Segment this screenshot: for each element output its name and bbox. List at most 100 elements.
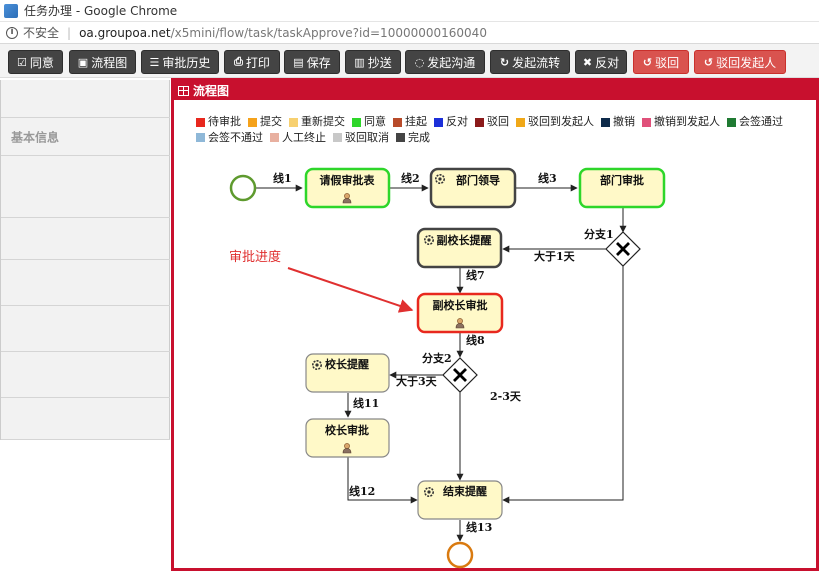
insecure-label[interactable]: 不安全 — [23, 26, 60, 40]
progress-annotation: 审批进度 — [229, 249, 281, 265]
task-node-vice-principal-approval[interactable]: 副校长审批 — [416, 292, 504, 334]
legend-item: 同意 — [352, 115, 386, 129]
legend-label: 完成 — [408, 130, 430, 144]
address-bar[interactable]: i 不安全 | oa.groupoa.net/x5mini/flow/task/… — [0, 22, 819, 44]
gateway-label-1: 分支1 — [584, 227, 614, 241]
legend-label: 待审批 — [208, 115, 241, 128]
gateway-2[interactable] — [442, 357, 478, 393]
edge-label-6: 大于1天 — [534, 249, 576, 263]
basic-info-tab[interactable]: 基本信息 — [1, 118, 170, 156]
file-icon: ▤ — [293, 55, 304, 69]
left-panel-row — [1, 218, 170, 260]
edge-label-12: 线12 — [349, 484, 375, 498]
task-label: 副校长审批 — [433, 298, 488, 312]
legend-swatch — [475, 117, 484, 127]
flowchart-button[interactable]: ▣流程图 — [69, 50, 136, 74]
reject-to-initiator-button[interactable]: ↺驳回发起人 — [694, 50, 786, 74]
status-legend: 待审批提交重新提交同意挂起反对驳回驳回到发起人撤销撤销到发起人会签通过会签不通过… — [196, 115, 816, 146]
oppose-button[interactable]: ✖反对 — [575, 50, 627, 74]
task-node-leave-form[interactable]: 请假审批表 — [304, 167, 391, 209]
save-button[interactable]: ▤保存 — [284, 50, 340, 74]
legend-swatch — [270, 133, 279, 142]
legend-item: 撤销到发起人 — [642, 115, 720, 129]
legend-swatch — [601, 117, 610, 127]
url-host[interactable]: oa.groupoa.net — [79, 25, 171, 40]
legend-label: 驳回到发起人 — [528, 115, 594, 128]
legend-label: 会签通过 — [739, 115, 783, 128]
edge-label-7: 线7 — [466, 268, 485, 282]
flowchart-header: 流程图 — [174, 81, 816, 100]
list-icon: ☰ — [149, 55, 160, 69]
flow-diagram: 线1 线2 线3 线4 大于1天 线7 线8 大于3天 2-3天 线11 线12… — [229, 167, 666, 569]
task-node-dept-leader[interactable]: 部门领导 — [429, 167, 517, 209]
edge-label-13: 线13 — [466, 520, 492, 534]
left-panel-row — [1, 260, 170, 306]
task-label: 结束提醒 — [442, 484, 487, 498]
legend-label: 会签不通过 — [208, 130, 263, 144]
annotation-arrow — [287, 267, 414, 313]
edge-label-2: 线2 — [401, 171, 420, 185]
left-panel-row — [1, 306, 170, 352]
flowchart-title: 流程图 — [193, 84, 230, 98]
legend-label: 重新提交 — [301, 115, 345, 128]
legend-item: 提交 — [248, 115, 282, 129]
legend-label: 同意 — [364, 115, 386, 128]
legend-label: 提交 — [260, 115, 282, 128]
legend-label: 撤销 — [613, 115, 635, 128]
url-path[interactable]: /x5mini/flow/task/taskApprove?id=1000000… — [170, 25, 487, 40]
table-icon — [178, 85, 189, 96]
task-node-dept-approval[interactable]: 部门审批 — [578, 167, 666, 209]
end-event[interactable] — [446, 541, 474, 569]
task-label: 部门领导 — [456, 173, 500, 187]
task-node-principal-approval[interactable]: 校长审批 — [305, 418, 390, 458]
legend-label: 撤销到发起人 — [654, 115, 720, 128]
gateway-label-2: 分支2 — [422, 351, 452, 365]
legend-label: 反对 — [446, 115, 468, 128]
edge-label-11: 线11 — [353, 396, 379, 410]
left-panel: 基本信息 — [0, 80, 170, 440]
window-title: 任务办理 - Google Chrome — [24, 4, 178, 18]
legend-label: 驳回 — [487, 115, 509, 128]
cc-button[interactable]: ▥抄送 — [345, 50, 401, 74]
left-panel-row — [1, 156, 170, 218]
legend-swatch — [248, 117, 257, 127]
legend-item: 会签不通过 — [196, 131, 263, 145]
start-event[interactable] — [229, 174, 257, 202]
task-label: 校长审批 — [325, 423, 369, 437]
legend-swatch — [434, 117, 443, 127]
legend-item: 驳回到发起人 — [516, 115, 594, 129]
task-node-principal-reminder[interactable]: 校长提醒 — [305, 353, 390, 393]
gateway-1[interactable] — [605, 231, 641, 267]
chat-icon: ◌ — [414, 55, 425, 69]
edge-label-3: 线3 — [538, 171, 557, 185]
reject-button[interactable]: ↺驳回 — [633, 50, 689, 74]
action-toolbar: ☑同意 ▣流程图 ☰审批历史 ⎙打印 ▤保存 ▥抄送 ◌发起沟通 ↻发起流转 ✖… — [0, 44, 819, 78]
agree-button[interactable]: ☑同意 — [8, 50, 63, 74]
approval-history-button[interactable]: ☰审批历史 — [141, 50, 219, 74]
task-label: 请假审批表 — [320, 173, 376, 187]
legend-item: 完成 — [396, 131, 430, 145]
legend-item: 反对 — [434, 115, 468, 129]
legend-item: 人工终止 — [270, 131, 326, 145]
legend-item: 重新提交 — [289, 115, 345, 129]
print-button[interactable]: ⎙打印 — [224, 50, 280, 74]
picture-icon: ▣ — [77, 55, 89, 69]
info-icon[interactable]: i — [6, 26, 18, 39]
flow-edges — [246, 184, 627, 542]
return-icon: ↺ — [703, 55, 714, 69]
legend-item: 驳回取消 — [333, 131, 389, 145]
task-label: 校长提醒 — [325, 357, 369, 371]
legend-swatch — [196, 133, 205, 142]
browser-titlebar: 任务办理 - Google Chrome — [0, 0, 819, 22]
legend-label: 驳回取消 — [345, 130, 389, 144]
task-node-end-reminder[interactable]: 结束提醒 — [417, 480, 503, 520]
start-communication-button[interactable]: ◌发起沟通 — [405, 50, 485, 74]
legend-swatch — [393, 117, 402, 127]
task-label: 副校长提醒 — [437, 233, 492, 247]
start-transfer-button[interactable]: ↻发起流转 — [490, 50, 570, 74]
legend-swatch — [333, 133, 342, 142]
task-node-vice-principal-reminder[interactable]: 副校长提醒 — [416, 227, 503, 269]
legend-swatch — [196, 117, 205, 127]
legend-swatch — [642, 117, 651, 127]
